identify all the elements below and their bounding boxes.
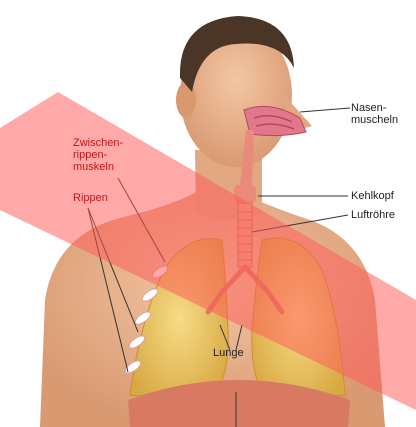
label-kehlkopf: Kehlkopf (351, 190, 394, 202)
label-rippen: Rippen (73, 192, 108, 204)
label-zwischenrippenmuskeln: Zwischen- rippen- muskeln (73, 137, 123, 173)
label-nasenmuscheln: Nasen- muscheln (351, 102, 398, 126)
ear (176, 82, 196, 118)
label-luftroehre: Luftröhre (351, 209, 395, 221)
label-lunge: Lunge (213, 347, 244, 359)
